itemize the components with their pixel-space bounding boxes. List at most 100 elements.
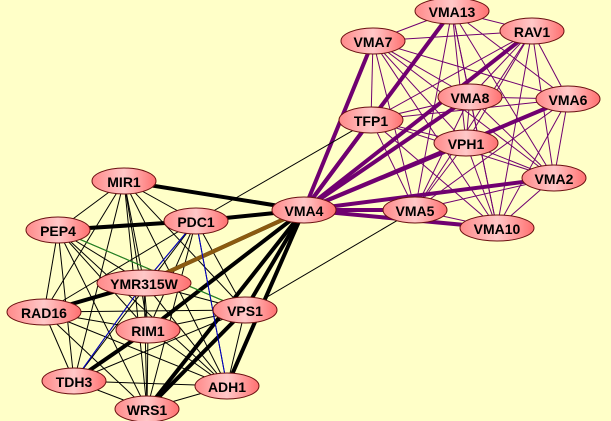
node-vma10[interactable]: VMA10 <box>459 214 535 242</box>
node-label: VMA10 <box>474 221 521 237</box>
edge-vma6-vma10 <box>496 98 569 229</box>
node-label: VMA8 <box>451 90 490 106</box>
node-vma7[interactable]: VMA7 <box>340 27 406 55</box>
node-label: TFP1 <box>354 113 388 129</box>
node-label: VMA6 <box>549 92 588 108</box>
node-vma13[interactable]: VMA13 <box>414 0 490 25</box>
node-vma5[interactable]: VMA5 <box>382 196 448 224</box>
node-vma6[interactable]: VMA6 <box>535 85 601 113</box>
edge-pdc1-adh1 <box>195 220 228 387</box>
edge-rav1-vma10 <box>496 30 533 229</box>
edge-vma4-vma6 <box>303 97 569 212</box>
node-label: MIR1 <box>107 174 141 190</box>
node-ellipse <box>115 316 181 344</box>
node-vma4[interactable]: VMA4 <box>271 196 337 224</box>
node-label: RAD16 <box>21 305 67 321</box>
edge-vps1-vma5 <box>244 209 416 311</box>
edge-vma4-vma8 <box>302 95 472 212</box>
edge-vma4-rav1 <box>302 29 534 212</box>
node-label: VMA4 <box>285 203 324 219</box>
node-vps1[interactable]: VPS1 <box>212 296 278 324</box>
node-label: VPH1 <box>448 136 485 152</box>
edge-ymr315w-tdh3 <box>73 282 145 382</box>
edge-mir1-vps1 <box>123 180 246 311</box>
edge-pep4-rad16 <box>43 229 59 313</box>
node-label: WRS1 <box>127 402 168 418</box>
node-ellipse <box>499 17 565 45</box>
node-label: PEP4 <box>40 223 76 239</box>
edge-mir1-ymr315w <box>123 180 145 284</box>
edge-pdc1-wrs1 <box>146 220 197 410</box>
node-label: VMA2 <box>535 171 574 187</box>
edge-mir1-rim1 <box>123 180 149 331</box>
node-ellipse <box>521 164 587 192</box>
node-label: VMA5 <box>396 203 435 219</box>
node-tfp1[interactable]: TFP1 <box>338 106 404 134</box>
node-tdh3[interactable]: TDH3 <box>41 367 107 395</box>
node-label: VMA13 <box>429 4 476 20</box>
node-ellipse <box>91 167 157 195</box>
node-ellipse <box>163 207 229 235</box>
node-ellipse <box>340 27 406 55</box>
node-rav1[interactable]: RAV1 <box>499 17 565 45</box>
node-vma2[interactable]: VMA2 <box>521 164 587 192</box>
edge-pdc1-tfp1 <box>195 119 372 222</box>
node-label: ADH1 <box>208 379 246 395</box>
edge-vma4-tfp1 <box>302 118 373 212</box>
node-ellipse <box>437 83 503 111</box>
node-ellipse <box>212 296 278 324</box>
edge-vma8-vma2 <box>469 96 555 179</box>
edge-vma4-vma7 <box>302 40 375 211</box>
node-vph1[interactable]: VPH1 <box>433 129 499 157</box>
edge-vma4-vps1 <box>243 208 306 312</box>
edge-vma7-vma10 <box>372 40 498 229</box>
node-label: VMA7 <box>354 34 393 50</box>
node-ellipse <box>194 372 260 400</box>
node-ellipse <box>114 395 180 421</box>
edge-vma7-vma6 <box>372 40 569 100</box>
edge-rav1-vma5 <box>414 30 533 211</box>
node-ellipse <box>271 196 337 224</box>
edge-rad16-adh1 <box>43 311 228 387</box>
node-label: PDC1 <box>177 214 215 230</box>
node-vma8[interactable]: VMA8 <box>437 83 503 111</box>
edge-vma7-vph1 <box>372 40 467 144</box>
edge-rav1-vph1 <box>465 30 533 144</box>
node-label: VPS1 <box>227 303 263 319</box>
edge-rad16-wrs1 <box>43 311 148 410</box>
edge-pdc1-rad16 <box>43 220 197 313</box>
edge-pep4-wrs1 <box>57 229 148 410</box>
edge-ymr315w-wrs1 <box>143 282 148 410</box>
node-ellipse <box>25 216 91 244</box>
edge-rav1-tfp1 <box>370 30 533 121</box>
edge-pep4-adh1 <box>57 229 228 387</box>
edge-vma13-vma2 <box>451 10 555 179</box>
edge-vma4-vma2 <box>303 176 555 212</box>
node-mir1[interactable]: MIR1 <box>91 167 157 195</box>
node-wrs1[interactable]: WRS1 <box>114 395 180 421</box>
node-ellipse <box>96 269 192 297</box>
node-ellipse <box>41 367 107 395</box>
edge-vps1-wrs1 <box>145 308 247 411</box>
node-ellipse <box>382 196 448 224</box>
edge-tfp1-vma10 <box>370 119 498 229</box>
node-ellipse <box>459 214 535 242</box>
node-ellipse <box>535 85 601 113</box>
node-ellipse <box>414 0 490 25</box>
node-pdc1[interactable]: PDC1 <box>163 207 229 235</box>
node-ymr315w[interactable]: YMR315W <box>96 269 192 297</box>
node-rad16[interactable]: RAD16 <box>6 298 82 326</box>
edge-vma4-ymr315w <box>143 208 305 285</box>
node-ellipse <box>6 298 82 326</box>
node-ellipse <box>433 129 499 157</box>
node-label: YMR315W <box>110 276 178 292</box>
edge-vma4-rim1 <box>146 208 306 332</box>
node-label: RIM1 <box>131 323 165 339</box>
node-pep4[interactable]: PEP4 <box>25 216 91 244</box>
node-rim1[interactable]: RIM1 <box>115 316 181 344</box>
node-ellipse <box>338 106 404 134</box>
node-adh1[interactable]: ADH1 <box>194 372 260 400</box>
node-label: TDH3 <box>56 374 93 390</box>
